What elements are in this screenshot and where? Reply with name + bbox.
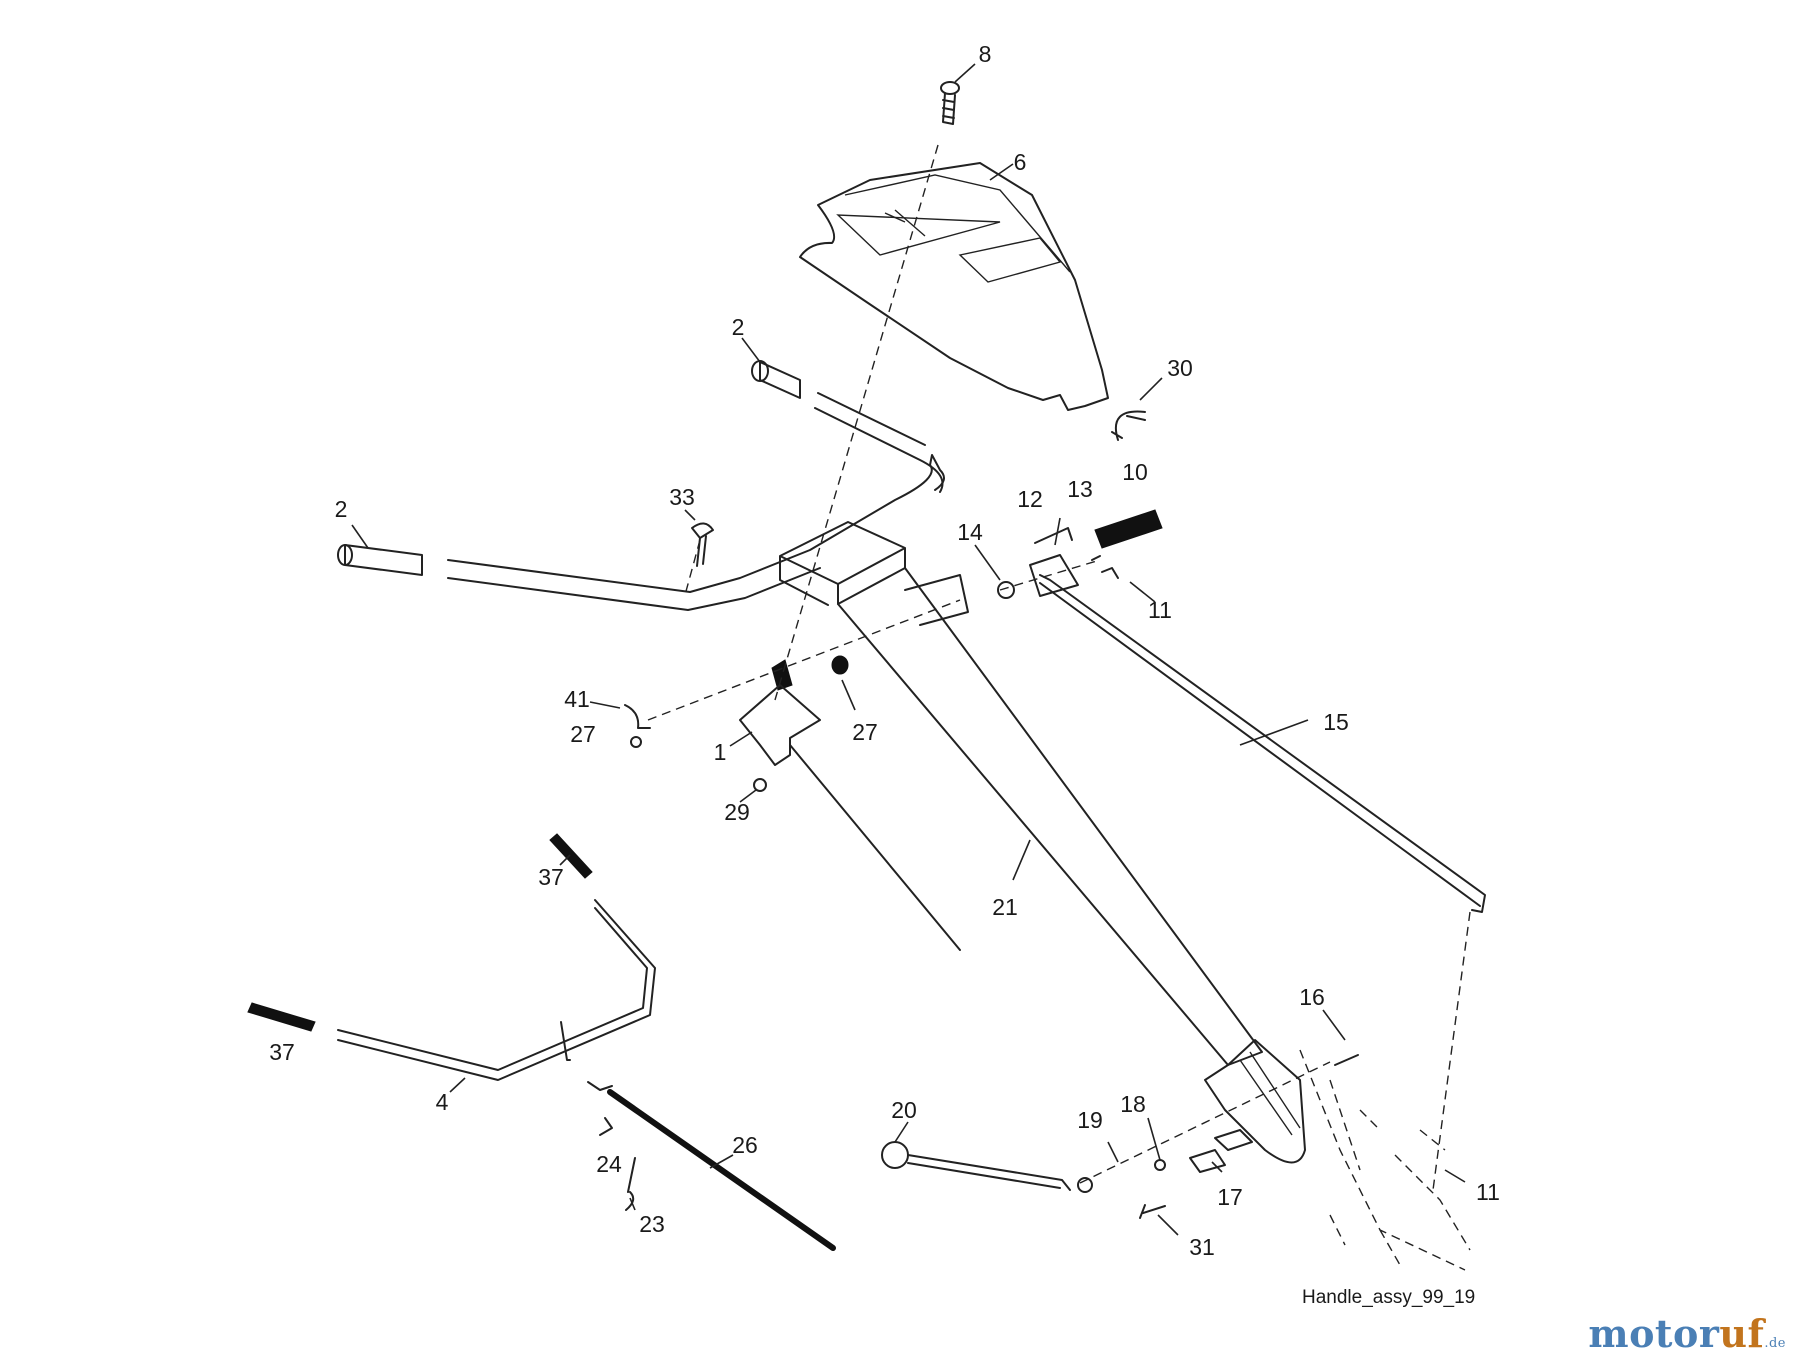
alignment-line-bracket	[647, 599, 961, 721]
callout-label: 11	[1148, 597, 1172, 623]
alignment-line-lever	[999, 559, 1101, 591]
callout-label: 2	[335, 496, 348, 522]
callout-label: 15	[1323, 709, 1349, 735]
callout-label: 4	[436, 1089, 449, 1115]
logo-suffix: .de	[1764, 1336, 1786, 1351]
callout-label: 23	[639, 1211, 665, 1237]
callout-label: 18	[1120, 1091, 1146, 1117]
clip-30	[1111, 410, 1146, 441]
alignment-line-screw	[774, 144, 939, 701]
callout-label: 11	[1476, 1179, 1500, 1205]
screw-8	[940, 81, 960, 125]
callout-label: 17	[1217, 1184, 1243, 1210]
lower-handle	[247, 833, 656, 1081]
engine-frame-outline	[1299, 1049, 1471, 1271]
callout-label: 1	[714, 739, 727, 765]
callout-label: 21	[992, 894, 1018, 920]
callout-label: 37	[269, 1039, 295, 1065]
lever-assembly	[997, 509, 1163, 599]
callout-label: 13	[1067, 476, 1093, 502]
callout-label: 29	[724, 799, 750, 825]
callout-label: 8	[979, 41, 992, 67]
callout-label: 14	[957, 519, 983, 545]
motoruf-logo: motoruf.de	[1588, 1311, 1786, 1356]
callout-label: 37	[538, 864, 564, 890]
cable-26	[587, 1081, 836, 1251]
callout-label: 6	[1014, 149, 1027, 175]
callout-label: 31	[1189, 1234, 1215, 1260]
upper-handlebar	[337, 360, 945, 611]
console-shroud	[799, 162, 1109, 411]
callout-label: 16	[1299, 984, 1325, 1010]
diagram-caption: Handle_assy_99_19	[1302, 1287, 1475, 1308]
callout-label: 10	[1122, 459, 1148, 485]
callout-label: 2	[732, 314, 745, 340]
callout-label: 19	[1077, 1107, 1103, 1133]
main-handle-tube	[837, 567, 1306, 1164]
callout-labels: 8 6 2 30 2 33 10 12 13 14 11 41 27 1 27 …	[269, 41, 1500, 1260]
alignment-line-rod	[1432, 911, 1471, 1191]
callout-label: 12	[1017, 486, 1043, 512]
callout-label: 24	[596, 1151, 622, 1177]
control-bracket	[624, 655, 961, 951]
callout-label: 26	[732, 1132, 758, 1158]
logo-part-2: uf	[1719, 1311, 1765, 1356]
callout-label: 27	[852, 719, 878, 745]
rod-15	[1039, 574, 1486, 913]
leader-lines	[351, 63, 1466, 1236]
callout-label: 20	[891, 1097, 917, 1123]
callout-label: 30	[1167, 355, 1193, 381]
handle-mount-block	[779, 521, 969, 626]
callout-label: 41	[564, 686, 590, 712]
callout-label: 27	[570, 721, 596, 747]
knob-lever-20	[881, 1054, 1359, 1219]
alignment-line-pivot	[1079, 1061, 1331, 1184]
logo-part-1: motor	[1588, 1311, 1720, 1356]
callout-label: 33	[669, 484, 695, 510]
alignment-line-bolt33	[684, 539, 701, 596]
